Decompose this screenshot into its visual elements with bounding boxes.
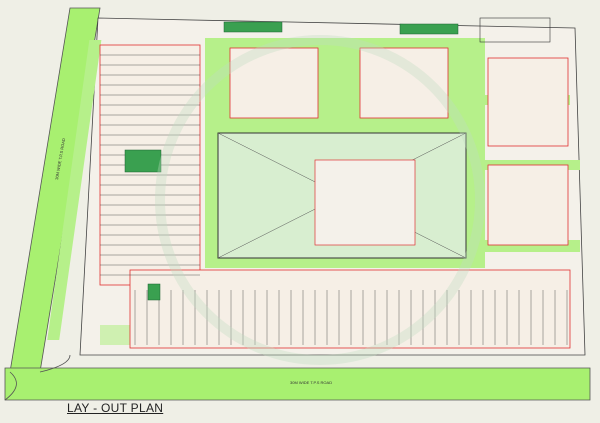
bottom-road-label: 30M WIDE T.P.S ROAD [290,380,332,385]
bottom-road [4,367,591,401]
parking-bays [124,21,459,301]
plan-title: LAY - OUT PLAN [67,401,164,415]
